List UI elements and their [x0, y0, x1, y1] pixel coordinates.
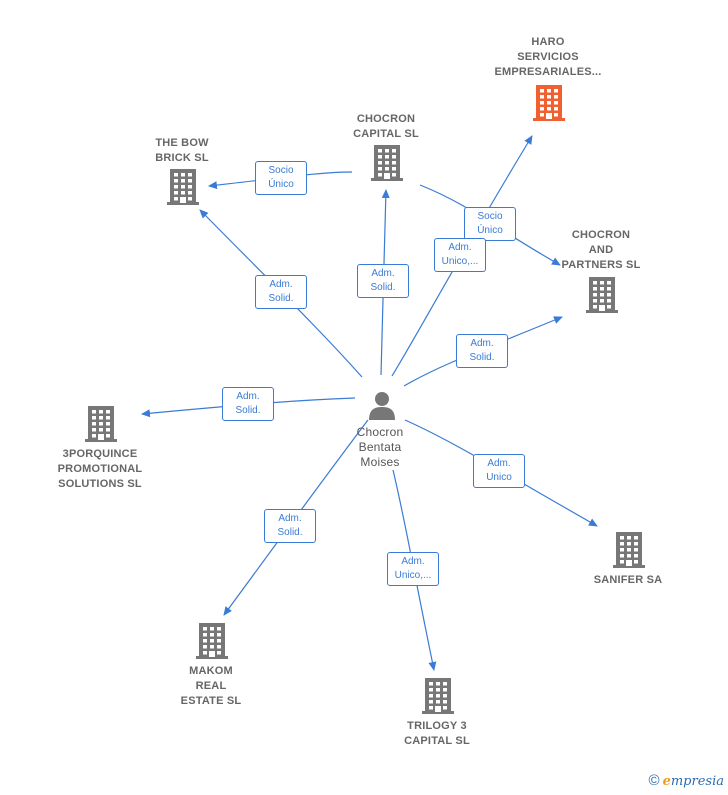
node-label-makom[interactable]: MAKOM REAL ESTATE SL: [180, 665, 242, 707]
edge-person-to-makom: [223, 419, 369, 616]
edge-label[interactable]: Adm. Unico,...: [434, 238, 486, 272]
brand-name: mpresia: [670, 774, 724, 789]
edge-label[interactable]: Adm. Unico: [473, 454, 525, 488]
edge-label[interactable]: Adm. Solid.: [255, 275, 307, 309]
node-label-haro[interactable]: HARO SERVICIOS EMPRESARIALES...: [494, 36, 602, 78]
node-label-trilogy[interactable]: TRILOGY 3 CAPITAL SL: [404, 720, 470, 747]
building-icon[interactable]: [532, 85, 566, 126]
brand-initial: e: [662, 774, 671, 789]
building-icon[interactable]: [195, 623, 229, 664]
node-label-chocron_partners[interactable]: CHOCRON AND PARTNERS SL: [561, 229, 641, 271]
building-icon[interactable]: [370, 145, 404, 186]
building-icon[interactable]: [166, 169, 200, 210]
copyright-icon: ©: [648, 772, 660, 789]
building-icon[interactable]: [612, 532, 646, 573]
edge-label[interactable]: Adm. Solid.: [222, 387, 274, 421]
node-label-chocron_capital[interactable]: CHOCRON CAPITAL SL: [353, 113, 419, 140]
node-label-person[interactable]: Chocron Bentata Moises: [356, 425, 404, 469]
building-icon[interactable]: [84, 406, 118, 447]
edge-person-to-trilogy: [392, 469, 437, 671]
node-label-sanifer[interactable]: SANIFER SA: [593, 574, 663, 586]
edge-person-to-haro: [391, 135, 533, 377]
edge-label[interactable]: Adm. Solid.: [357, 264, 409, 298]
person-icon[interactable]: [367, 390, 397, 425]
edge-label[interactable]: Socio Único: [255, 161, 307, 195]
node-label-bow_brick[interactable]: THE BOW BRICK SL: [155, 137, 209, 164]
edge-label[interactable]: Socio Único: [464, 207, 516, 241]
footer-brand: ©empresia: [649, 772, 724, 789]
building-icon[interactable]: [421, 678, 455, 719]
node-label-3porquince[interactable]: 3PORQUINCE PROMOTIONAL SOLUTIONS SL: [57, 448, 143, 490]
building-icon[interactable]: [585, 277, 619, 318]
edge-label[interactable]: Adm. Solid.: [456, 334, 508, 368]
edge-label[interactable]: Adm. Solid.: [264, 509, 316, 543]
edge-label[interactable]: Adm. Unico,...: [387, 552, 439, 586]
